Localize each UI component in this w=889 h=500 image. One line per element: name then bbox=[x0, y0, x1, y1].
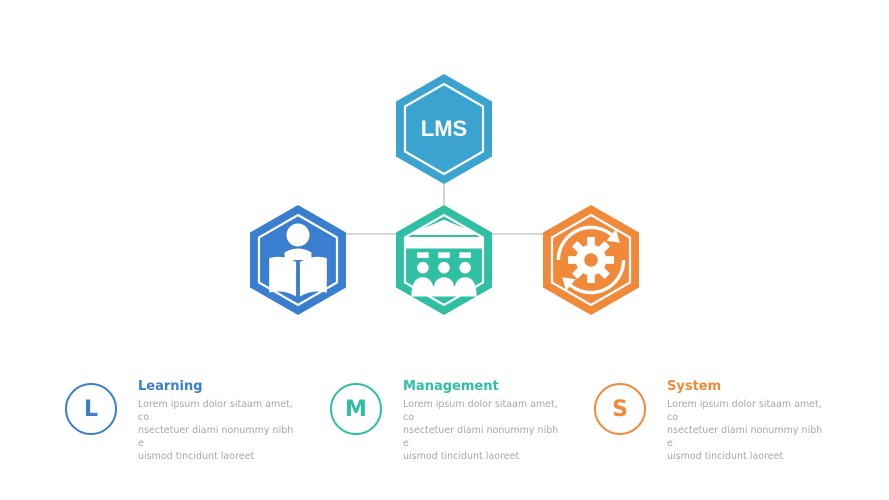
hex-lms: LMS bbox=[396, 74, 492, 184]
desc-line: Lorem ipsum dolor sitaam amet, co bbox=[403, 399, 558, 423]
hex-management bbox=[396, 205, 492, 315]
desc-line: Lorem ipsum dolor sitaam amet, co bbox=[667, 399, 822, 423]
item-title: System bbox=[667, 379, 722, 394]
letter-badge-l: L bbox=[65, 383, 117, 435]
desc-line: nsectetuer diami nonummy nibh e bbox=[138, 425, 294, 449]
connector-vertical bbox=[443, 180, 445, 210]
legend-item-management: M Management Lorem ipsum dolor sitaam am… bbox=[330, 378, 570, 462]
reading-person-icon bbox=[269, 223, 327, 297]
item-title: Management bbox=[403, 379, 499, 394]
item-description: Lorem ipsum dolor sitaam amet, co nsecte… bbox=[138, 398, 298, 463]
legend-item-learning: L Learning Lorem ipsum dolor sitaam amet… bbox=[65, 378, 305, 462]
desc-line: uismod tincidunt laoreet bbox=[403, 451, 520, 462]
letter-badge-s: S bbox=[594, 383, 646, 435]
desc-line: nsectetuer diami nonummy nibh e bbox=[667, 425, 823, 449]
letter-badge-m: M bbox=[330, 383, 382, 435]
hex-learning bbox=[250, 205, 346, 315]
item-description: Lorem ipsum dolor sitaam amet, co nsecte… bbox=[667, 398, 827, 463]
desc-line: uismod tincidunt laoreet bbox=[667, 451, 784, 462]
legend-item-system: S System Lorem ipsum dolor sitaam amet, … bbox=[594, 378, 834, 462]
lms-label: LMS bbox=[420, 116, 468, 141]
institution-people-icon bbox=[405, 219, 483, 297]
gear-cycle-icon bbox=[556, 225, 626, 295]
item-description: Lorem ipsum dolor sitaam amet, co nsecte… bbox=[403, 398, 563, 463]
hexagon-shape bbox=[396, 74, 492, 184]
desc-line: uismod tincidunt laoreet bbox=[138, 451, 255, 462]
desc-line: nsectetuer diami nonummy nibh e bbox=[403, 425, 559, 449]
desc-line: Lorem ipsum dolor sitaam amet, co bbox=[138, 399, 293, 423]
item-title: Learning bbox=[138, 379, 203, 394]
hex-system bbox=[543, 205, 639, 315]
